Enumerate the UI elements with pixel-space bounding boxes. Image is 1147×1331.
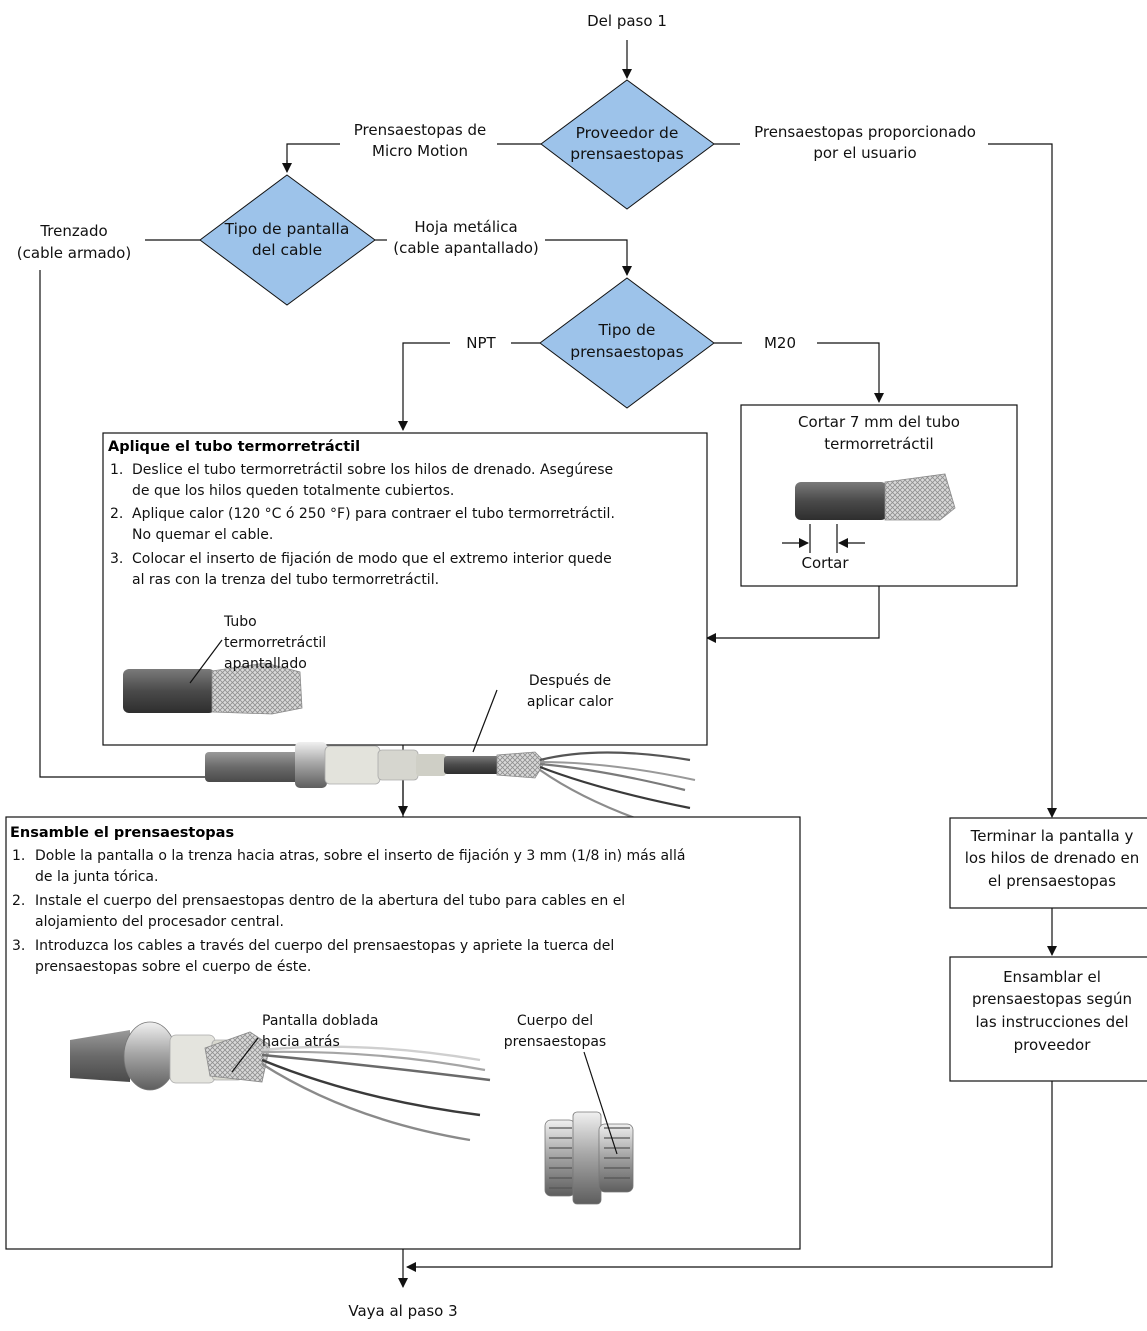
- branch-foil-line2: (cable apantallado): [393, 239, 539, 257]
- callout-after-line1: Después de: [529, 673, 611, 689]
- assemble-line2: prensaestopas según: [972, 990, 1132, 1008]
- callout-tube-leader: [189, 639, 223, 684]
- decision-shield-line1: Tipo de pantalla: [224, 220, 350, 238]
- gland-step3-line1: Introduzca los cables a través del cuerp…: [35, 938, 614, 954]
- branch-user-line2: por el usuario: [813, 144, 916, 162]
- start-label: Del paso 1: [587, 12, 667, 30]
- decision-supplier: Proveedor de prensaestopas: [540, 79, 715, 210]
- callout-tube-line3: apantallado: [224, 656, 307, 672]
- branch-braid-line2: (cable armado): [17, 244, 131, 262]
- branch-braid-line1: Trenzado: [39, 222, 107, 240]
- decision-gland-line1: Tipo de: [598, 321, 656, 339]
- arrow-cut-to-heat: [706, 586, 880, 643]
- assemble-box-frame: [949, 956, 1147, 1082]
- callout-shield-leader: [231, 1037, 259, 1073]
- heat-step3-line2: al ras con la trenza del tubo termorretr…: [132, 572, 439, 588]
- arrow-assemble-to-end: [406, 1081, 1053, 1272]
- arrow-foil-to-gland: [545, 239, 632, 276]
- after-heat-illustration: [205, 742, 696, 832]
- gland-box: Ensamble el prensaestopas 1. Doble la pa…: [5, 816, 801, 1250]
- gland-step2-line2: alojamiento del procesador central.: [35, 914, 284, 930]
- gland-step1-num: 1.: [12, 848, 25, 864]
- gland-step3-num: 3.: [12, 938, 25, 954]
- assemble-box: Ensamblar el prensaestopas según las ins…: [949, 956, 1147, 1082]
- branch-micro-motion-line2: Micro Motion: [372, 142, 468, 160]
- decision-gland: Tipo de prensaestopas: [539, 277, 715, 409]
- heat-step1-line2: de que los hilos queden totalmente cubie…: [132, 483, 454, 499]
- cut-label: Cortar: [801, 554, 849, 572]
- heat-step3-num: 3.: [110, 551, 123, 567]
- callout-body-leader: [583, 1051, 618, 1155]
- callout-shield-line1: Pantalla doblada: [262, 1013, 378, 1029]
- line-mm-left: [286, 143, 340, 170]
- decision-supplier-diamond: [540, 79, 715, 210]
- gland-step1-line1: Doble la pantalla o la trenza hacia atra…: [35, 848, 685, 864]
- gland-body-illustration: [544, 1111, 634, 1205]
- assemble-line4: proveedor: [1014, 1036, 1092, 1054]
- gland-step1-line2: de la junta tórica.: [35, 869, 158, 885]
- terminate-box-frame: [949, 817, 1147, 909]
- branch-npt-label: NPT: [466, 334, 496, 352]
- terminate-line3: el prensaestopas: [988, 872, 1116, 890]
- heat-step2-line1: Aplique calor (120 °C ó 250 °F) para con…: [132, 506, 615, 522]
- gland-box-title: Ensamble el prensaestopas: [10, 825, 234, 841]
- gland-step2-num: 2.: [12, 893, 25, 909]
- decision-gland-line2: prensaestopas: [570, 343, 683, 361]
- cut-box-line1: Cortar 7 mm del tubo: [798, 413, 960, 431]
- folded-shield-illustration: [70, 1021, 491, 1142]
- gland-step2-line1: Instale el cuerpo del prensaestopas dent…: [35, 893, 625, 909]
- branch-user-line1: Prensaestopas proporcionado: [754, 123, 976, 141]
- heat-step2-line2: No quemar el cable.: [132, 527, 273, 543]
- arrow-npt-to-heat: [398, 342, 450, 431]
- heat-step1-num: 1.: [110, 462, 123, 478]
- decision-shield-line2: del cable: [252, 241, 322, 259]
- heat-step2-num: 2.: [110, 506, 123, 522]
- terminate-box: Terminar la pantalla y los hilos de dren…: [949, 817, 1147, 909]
- callout-after-line2: aplicar calor: [527, 694, 613, 710]
- assemble-line1: Ensamblar el: [1003, 968, 1101, 986]
- callout-tube-line2: termorretráctil: [224, 635, 326, 651]
- decision-supplier-line1: Proveedor de: [576, 124, 679, 142]
- decision-gland-diamond: [539, 277, 715, 409]
- cut-box-line2: termorretráctil: [824, 435, 933, 453]
- arrow-user-to-terminate: [988, 143, 1057, 818]
- cut-cable-illustration: [795, 473, 956, 521]
- branch-m20-label: M20: [764, 334, 796, 352]
- callout-body-line2: prensaestopas: [504, 1034, 606, 1050]
- decision-shield-diamond: [199, 174, 376, 306]
- callout-shield-line2: hacia atrás: [262, 1034, 340, 1050]
- heat-step3-line1: Colocar el inserto de fijación de modo q…: [132, 551, 612, 567]
- heat-step1-line1: Deslice el tubo termorretráctil sobre lo…: [132, 462, 613, 478]
- cut-box: Cortar 7 mm del tubo termorretráctil Cor…: [740, 404, 1018, 587]
- heat-box: Aplique el tubo termorretráctil 1. Desli…: [102, 432, 708, 832]
- end-label: Vaya al paso 3: [348, 1302, 457, 1320]
- callout-body-line1: Cuerpo del: [517, 1013, 593, 1029]
- callout-after-leader: [472, 689, 498, 753]
- decision-supplier-line2: prensaestopas: [570, 145, 683, 163]
- heat-box-title: Aplique el tubo termorretráctil: [108, 439, 360, 455]
- terminate-line2: los hilos de drenado en: [965, 849, 1140, 867]
- terminate-line1: Terminar la pantalla y: [970, 827, 1134, 845]
- decision-shield: Tipo de pantalla del cable: [199, 174, 376, 306]
- gland-step3-line2: prensaestopas sobre el cuerpo de éste.: [35, 959, 311, 975]
- arrow-m20-to-cut: [817, 342, 884, 403]
- branch-foil-line1: Hoja metálica: [414, 218, 517, 236]
- branch-micro-motion-line1: Prensaestopas de: [354, 121, 487, 139]
- assemble-line3: las instrucciones del: [975, 1013, 1128, 1031]
- callout-tube-line1: Tubo: [223, 614, 257, 630]
